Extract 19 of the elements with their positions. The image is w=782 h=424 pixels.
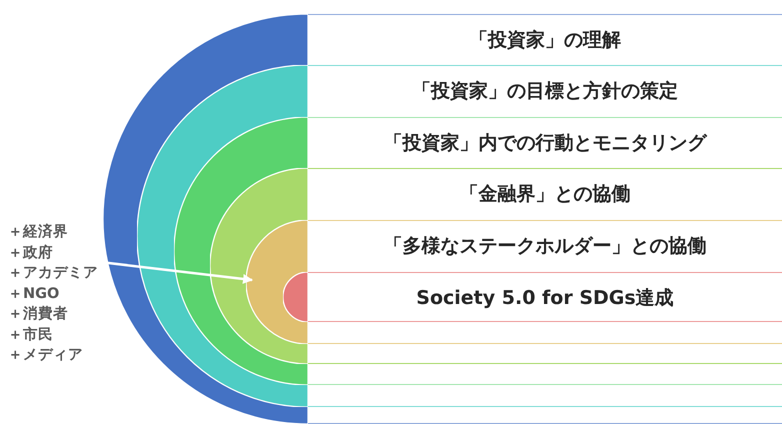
half-circle-ring bbox=[174, 117, 308, 385]
band-text: 「投資家」の目標と方針の策定 bbox=[412, 79, 678, 104]
band-text: Society 5.0 for SDGs達成 bbox=[416, 286, 674, 311]
list-text: ＋アカデミア bbox=[8, 264, 98, 283]
band-text: 「投資家」の理解 bbox=[469, 28, 621, 53]
list-text: ＋メディア bbox=[8, 346, 84, 365]
half-circle-ring bbox=[283, 272, 308, 322]
band-text: 「金融界」との協働 bbox=[460, 182, 630, 207]
list-text: ＋市民 bbox=[8, 326, 54, 344]
list-text: ＋消費者 bbox=[8, 304, 69, 324]
band-text: 「投資家」内での行動とモニタリング bbox=[384, 131, 706, 156]
list-text: ＋経済界 bbox=[8, 222, 69, 242]
band-text: 「多様なステークホルダー」との協働 bbox=[384, 234, 706, 259]
half-circle-ring bbox=[103, 14, 308, 424]
list-text: ＋政府 bbox=[8, 243, 54, 262]
half-circle-ring bbox=[246, 220, 308, 344]
list-text: ＋NGO bbox=[8, 284, 60, 304]
half-circle-ring bbox=[210, 168, 308, 364]
half-circle-ring bbox=[137, 65, 308, 407]
